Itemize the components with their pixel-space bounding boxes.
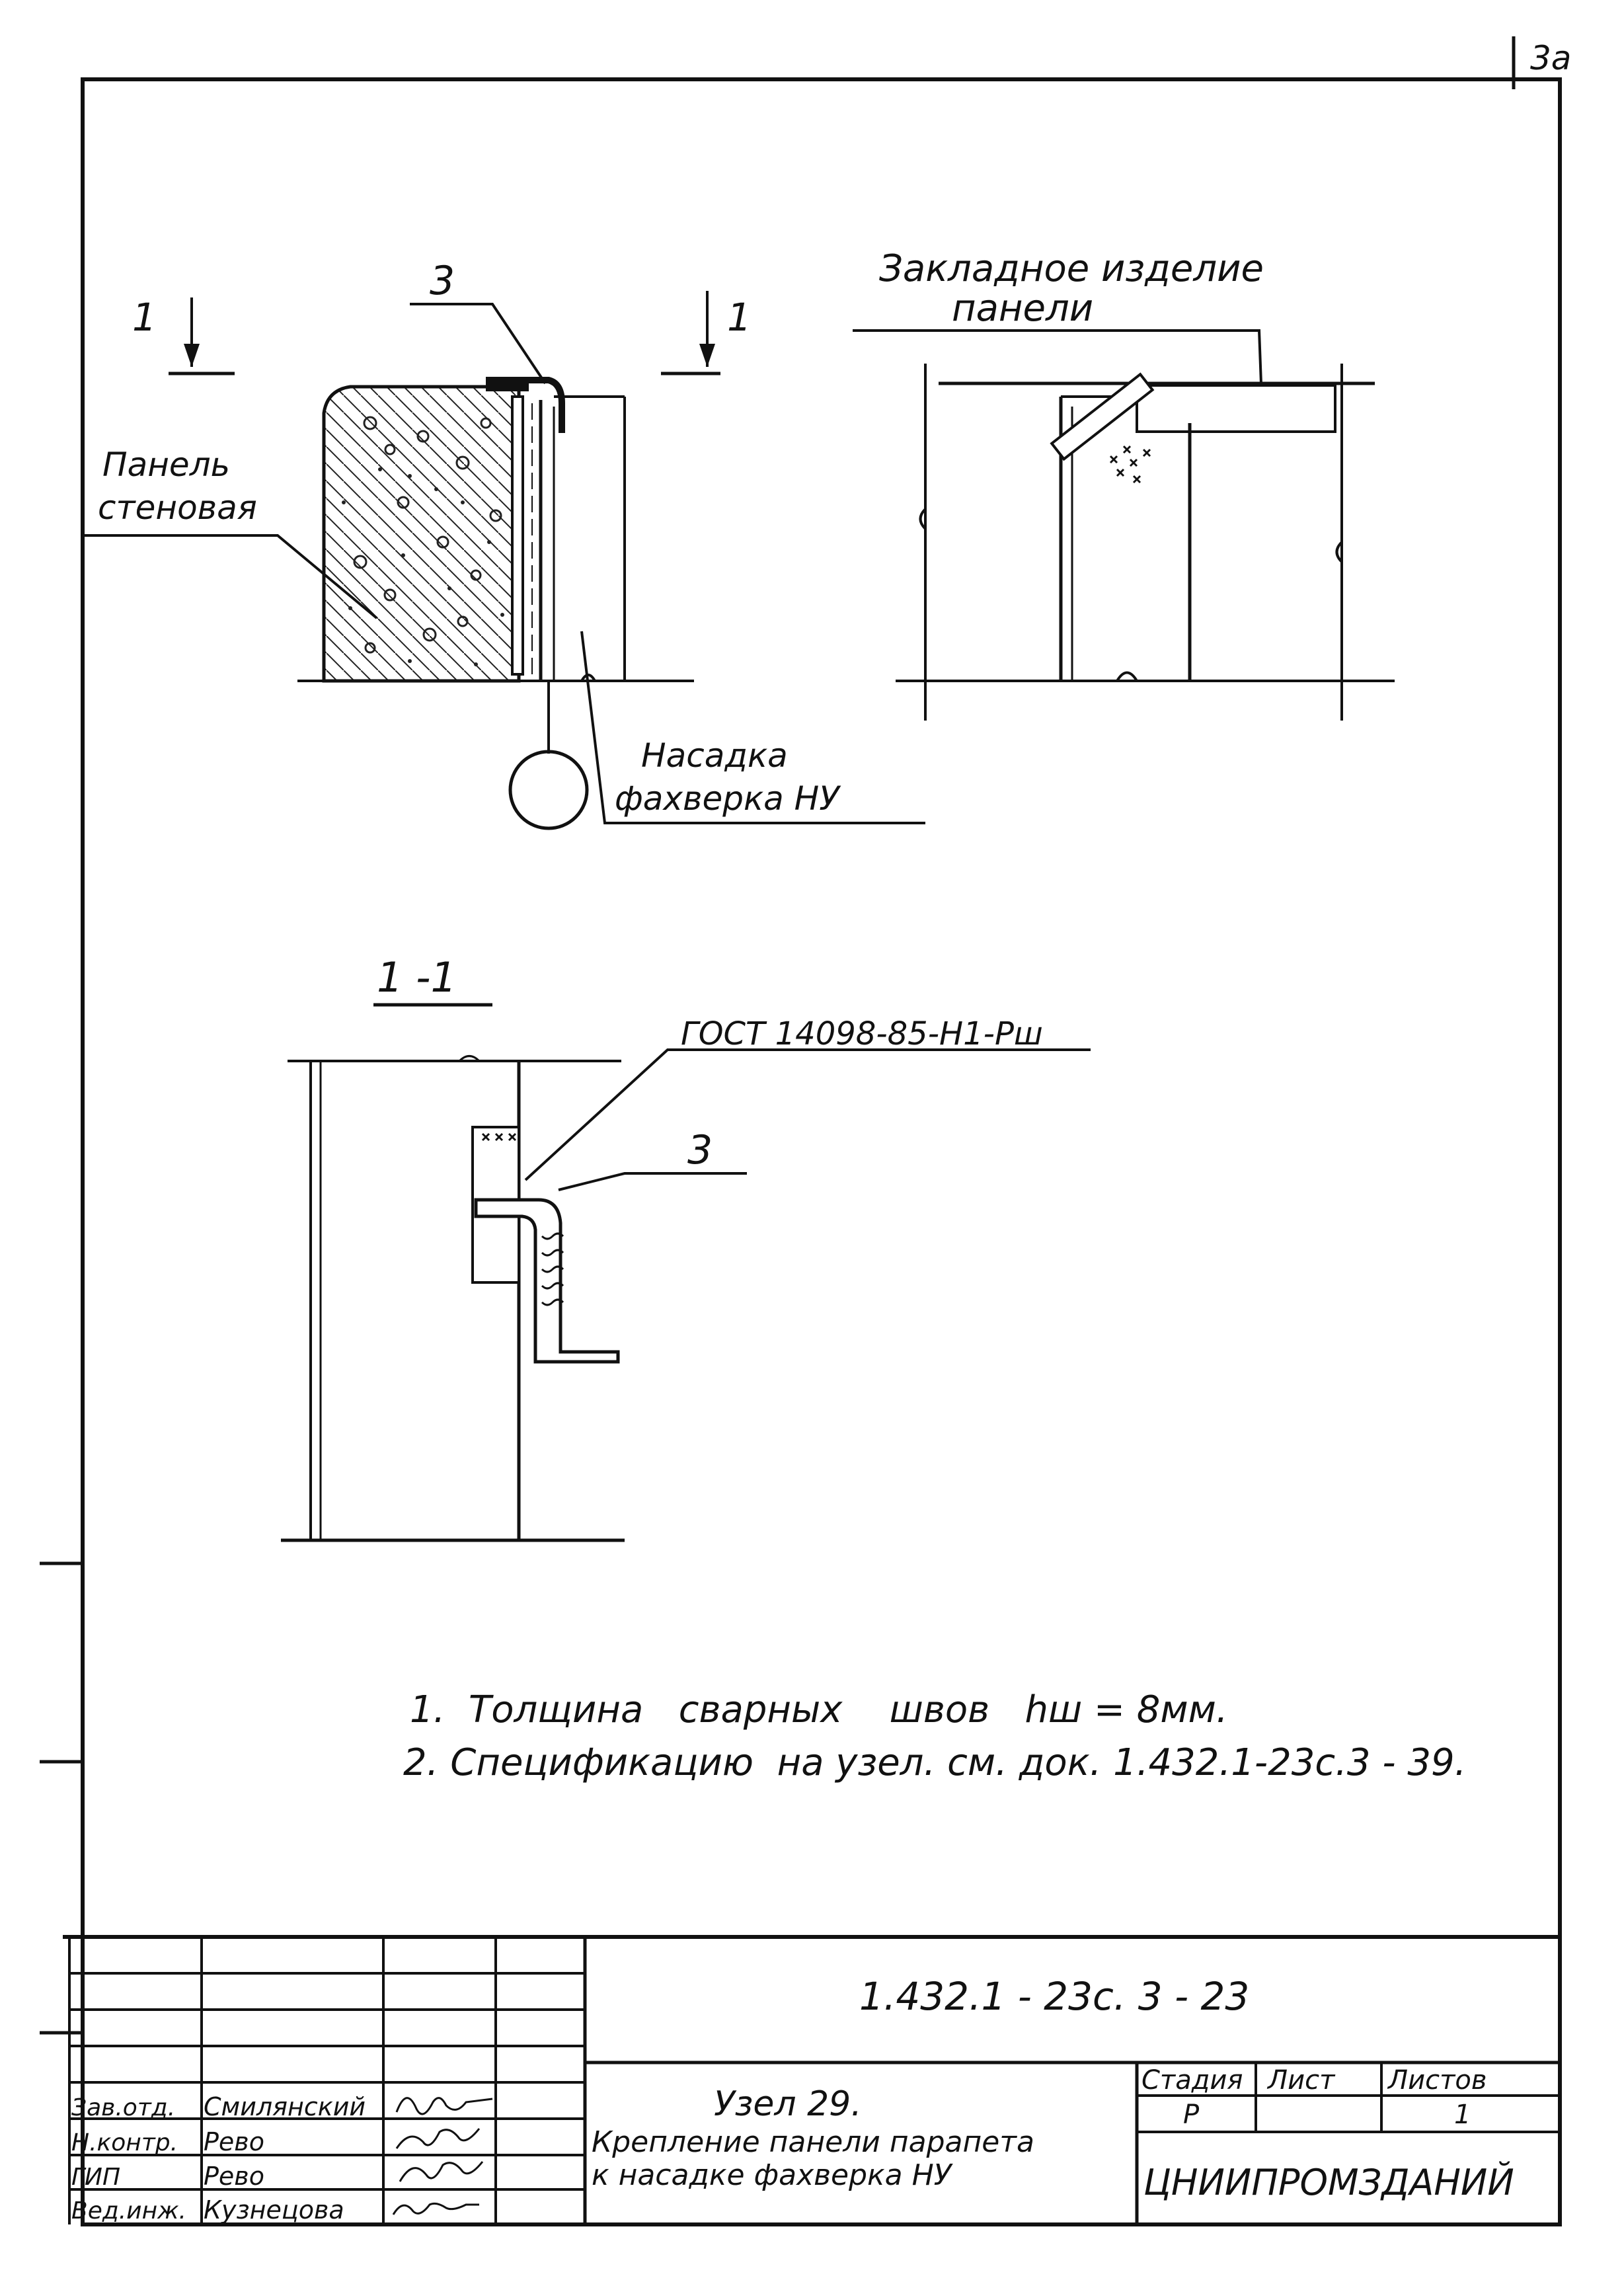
note-1: 1. Толщина сварных швов hш = 8мм. [410, 1688, 1228, 1731]
sign-role-3: ГИП [71, 2164, 120, 2191]
note-2: 2. Спецификацию на узел. см. док. 1.432.… [403, 1741, 1466, 1784]
nozzle-label-1: Насадка [641, 736, 788, 775]
organization: ЦНИИПРОМЗДАНИЙ [1143, 2162, 1514, 2203]
sign-role-2: Н.контр. [71, 2129, 178, 2156]
view-top-left: 1 1 [83, 258, 925, 830]
signature-1 [395, 2097, 493, 2115]
break-mark-bottom [580, 674, 596, 682]
sign-name-1: Смилянский [204, 2092, 366, 2121]
drawing-title-1: Узел 29. [714, 2084, 862, 2124]
weld-spec-leader [524, 1048, 1091, 1181]
signature-3 [399, 2161, 484, 2182]
page-number: 3а [1530, 39, 1571, 77]
nozzle-leader [580, 631, 925, 824]
sec-angle [474, 1198, 620, 1364]
nozzle-label-2: фахверка НУ [615, 779, 841, 818]
sign-name-3: Рево [204, 2162, 264, 2191]
section-item-leader [558, 1172, 747, 1191]
embed-label-2: панели [952, 287, 1093, 330]
section-mark-left: 1 [132, 295, 157, 340]
concrete-specks [342, 467, 504, 666]
sheets-value: 1 [1454, 2100, 1471, 2130]
rv-right-break [1335, 541, 1343, 563]
section-1-1: 1 -1 ГОСТ 14098-85-Н1-Рш 3 [281, 953, 1091, 1542]
rv-angle [1050, 372, 1155, 461]
sheets-header: Листов [1387, 2065, 1487, 2096]
rv-left-break [919, 508, 927, 530]
weld-spec: ГОСТ 14098-85-Н1-Рш [681, 1015, 1043, 1052]
title-block: 1.432.1 - 23с. 3 - 23 Узел 29. Крепление… [63, 1935, 1560, 2224]
embedded-plate [511, 395, 524, 676]
section-arrow-left-head [184, 344, 200, 367]
signature-4 [392, 2202, 479, 2215]
section-mark-right: 1 [727, 295, 752, 340]
sheet-header: Лист [1266, 2065, 1336, 2096]
item-label-3: 3 [430, 258, 455, 304]
concrete-dots [353, 416, 502, 654]
tb-sign-grid [68, 1937, 585, 2224]
section-title: 1 -1 [377, 953, 457, 1002]
sec-top-break [458, 1055, 481, 1062]
view-top-right: Закладное изделие панели [853, 247, 1395, 721]
stage-value: Р [1183, 2100, 1200, 2130]
drawing-title-3: к насадке фахверка НУ [592, 2158, 954, 2192]
section-item-label-3: 3 [687, 1127, 713, 1173]
rv-weld-marks [1109, 445, 1151, 484]
sign-role-1: Зав.отд. [71, 2094, 175, 2121]
signature-2 [395, 2128, 481, 2149]
sign-role-4: Вед.инж. [71, 2197, 186, 2224]
stage-header: Стадия [1141, 2065, 1243, 2096]
drawing-title-2: Крепление панели парапета [592, 2125, 1034, 2159]
doc-code: 1.432.1 - 23с. 3 - 23 [859, 1974, 1249, 2019]
item-3-leader [410, 303, 547, 385]
rv-bottom-break [1116, 671, 1138, 682]
sec-fillet-weld [541, 1232, 564, 1306]
angle-weld [486, 382, 529, 391]
wall-panel-leader [83, 534, 378, 619]
axis-marker-circle [508, 750, 589, 830]
wall-panel-label-1: Панель [102, 446, 230, 484]
embed-label-1: Закладное изделие [879, 247, 1264, 290]
drawing-frame [81, 77, 1562, 2226]
rv-embedded-item [1136, 384, 1336, 433]
sign-name-2: Рево [204, 2127, 264, 2156]
angle-bracket [486, 377, 565, 433]
section-arrow-right-head [699, 344, 715, 367]
sign-name-4: Кузнецова [204, 2195, 344, 2224]
wall-panel-label-2: стеновая [98, 489, 257, 527]
